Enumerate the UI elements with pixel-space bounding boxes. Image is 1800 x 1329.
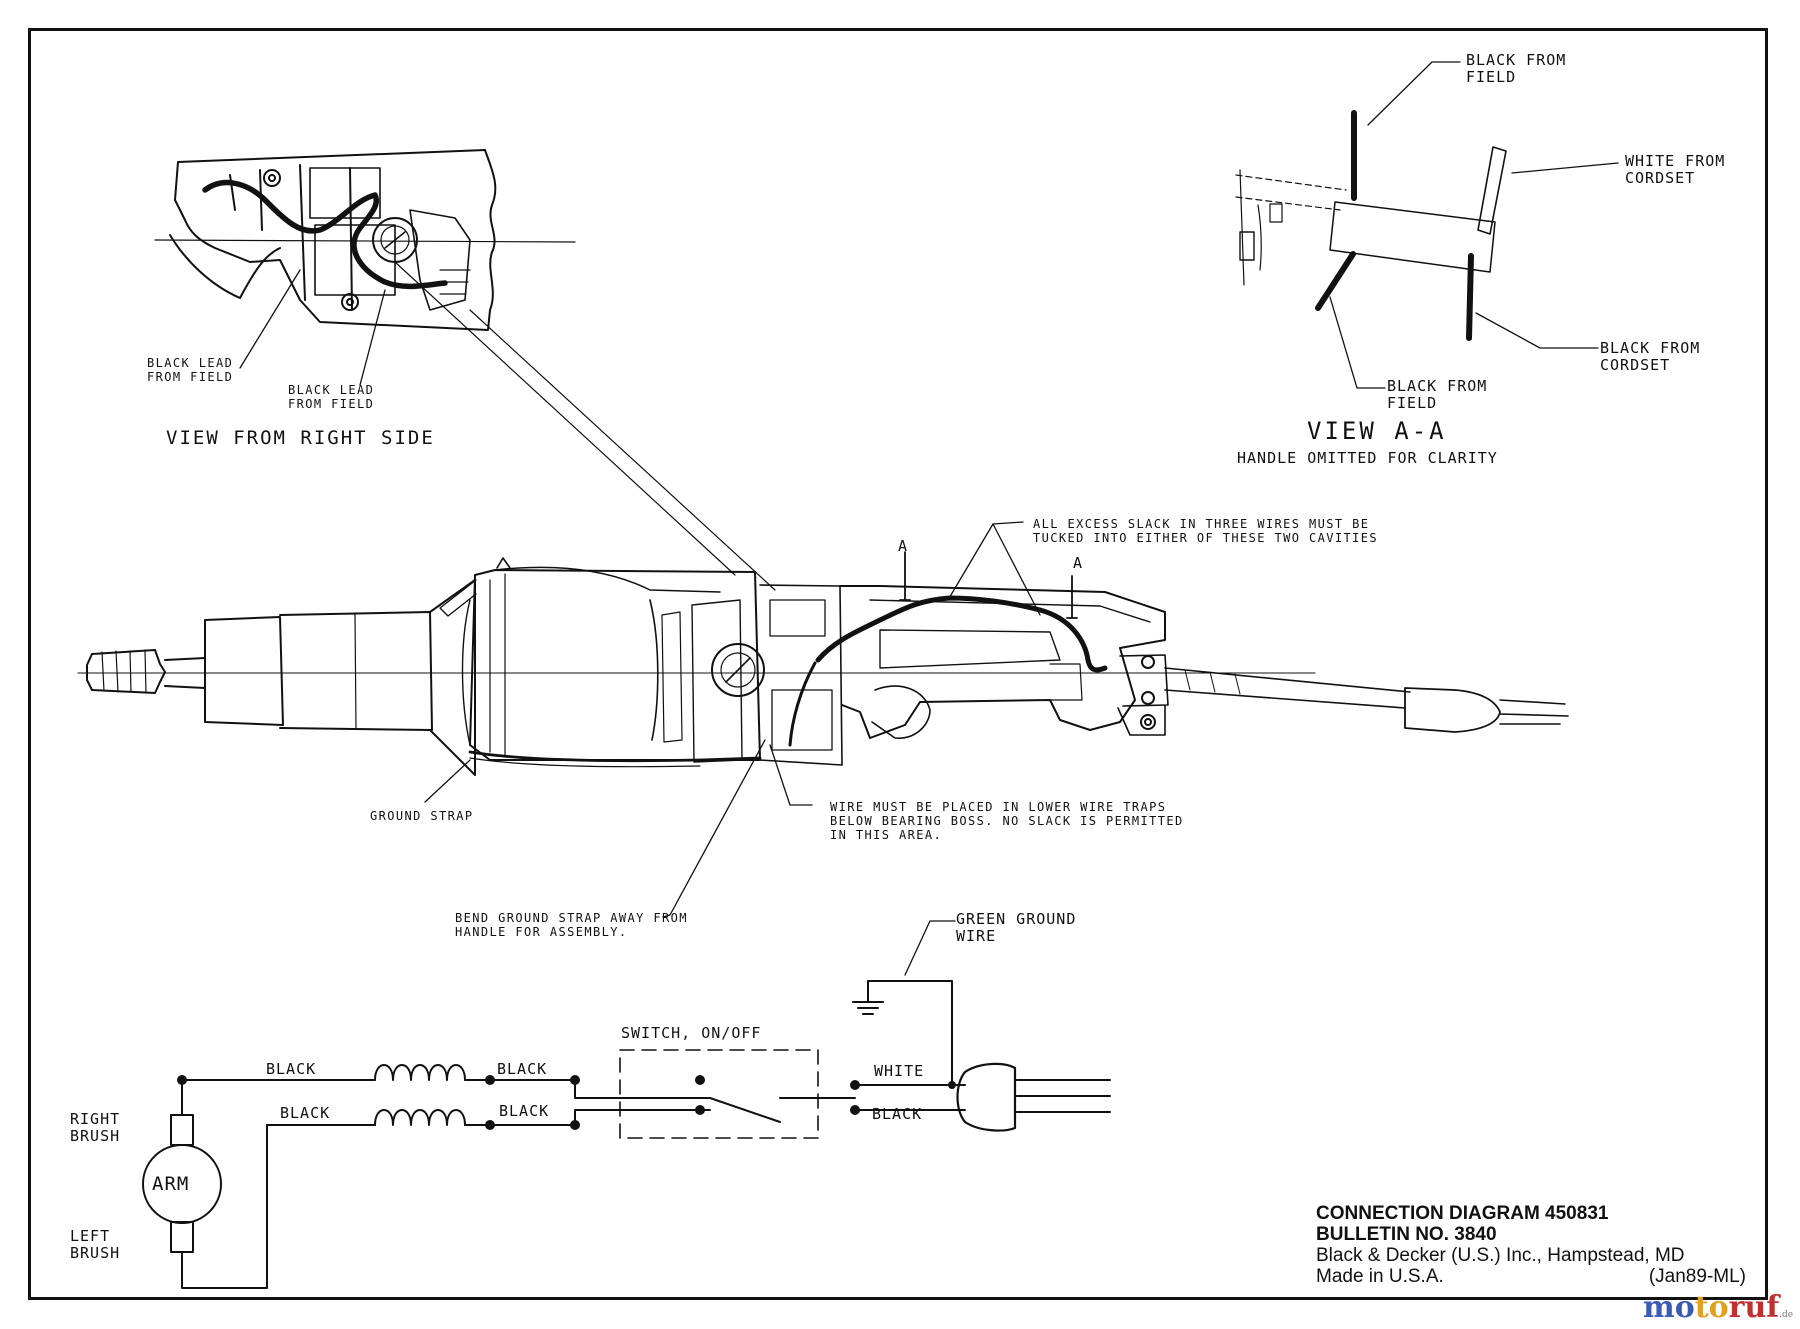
diagram-number: CONNECTION DIAGRAM 450831: [1316, 1203, 1609, 1224]
right-side-view: [154, 149, 776, 591]
grinder-assembly: [77, 521, 1569, 918]
bend-ground-strap-note: BEND GROUND STRAP AWAY FROM HANDLE FOR A…: [455, 911, 688, 939]
right-brush-label: RIGHT BRUSH: [70, 1110, 121, 1145]
black-lead-label-1: BLACK LEAD FROM FIELD: [147, 356, 234, 384]
revision-date: (Jan89-ML): [1648, 1266, 1746, 1287]
black-lead-label-2: BLACK LEAD FROM FIELD: [288, 383, 375, 411]
wiring-schematic: [142, 920, 1111, 1289]
black-from-field-bottom-label: BLACK FROM FIELD: [1387, 377, 1488, 412]
section-a-marker-1: A: [898, 537, 909, 555]
view-right-side-title: VIEW FROM RIGHT SIDE: [166, 427, 435, 449]
wire-trap-note: WIRE MUST BE PLACED IN LOWER WIRE TRAPS …: [830, 800, 1184, 842]
ground-strap-label: GROUND STRAP: [370, 809, 474, 823]
drawing-frame: [28, 28, 1768, 1300]
armature-label: ARM: [152, 1173, 190, 1195]
black-from-cordset-label: BLACK FROM CORDSET: [1600, 339, 1701, 374]
origin-row: Made in U.S.A. (Jan89-ML): [1316, 1266, 1746, 1287]
green-ground-wire-label: GREEN GROUND WIRE: [956, 910, 1077, 945]
left-brush-label: LEFT BRUSH: [70, 1227, 121, 1262]
view-a-a: [1235, 61, 1619, 389]
black-wire-top-left-label: BLACK: [266, 1060, 317, 1078]
watermark-logo: motoruf.de: [1643, 1290, 1794, 1325]
title-block: CONNECTION DIAGRAM 450831 BULLETIN NO. 3…: [1316, 1203, 1746, 1287]
black-wire-bot-left-label: BLACK: [280, 1104, 331, 1122]
black-wire-top-mid-label: BLACK: [497, 1060, 548, 1078]
white-wire-label: WHITE: [874, 1062, 925, 1080]
black-wire-bot-mid-label: BLACK: [499, 1102, 550, 1120]
view-a-a-subtitle: HANDLE OMITTED FOR CLARITY: [1237, 449, 1498, 467]
bulletin-number: BULLETIN NO. 3840: [1316, 1224, 1497, 1245]
manufacturer: Black & Decker (U.S.) Inc., Hampstead, M…: [1316, 1245, 1685, 1266]
schematic-junctions: [177, 1075, 956, 1130]
made-in: Made in U.S.A.: [1316, 1266, 1444, 1287]
section-a-marker-2: A: [1073, 554, 1084, 572]
view-a-a-title: VIEW A-A: [1307, 417, 1447, 445]
excess-slack-note: ALL EXCESS SLACK IN THREE WIRES MUST BE …: [1033, 517, 1378, 545]
white-from-cordset-label: WHITE FROM CORDSET: [1625, 152, 1726, 187]
black-from-field-top-label: BLACK FROM FIELD: [1466, 51, 1567, 86]
black-wire-right-label: BLACK: [872, 1105, 923, 1123]
switch-label: SWITCH, ON/OFF: [621, 1024, 762, 1042]
